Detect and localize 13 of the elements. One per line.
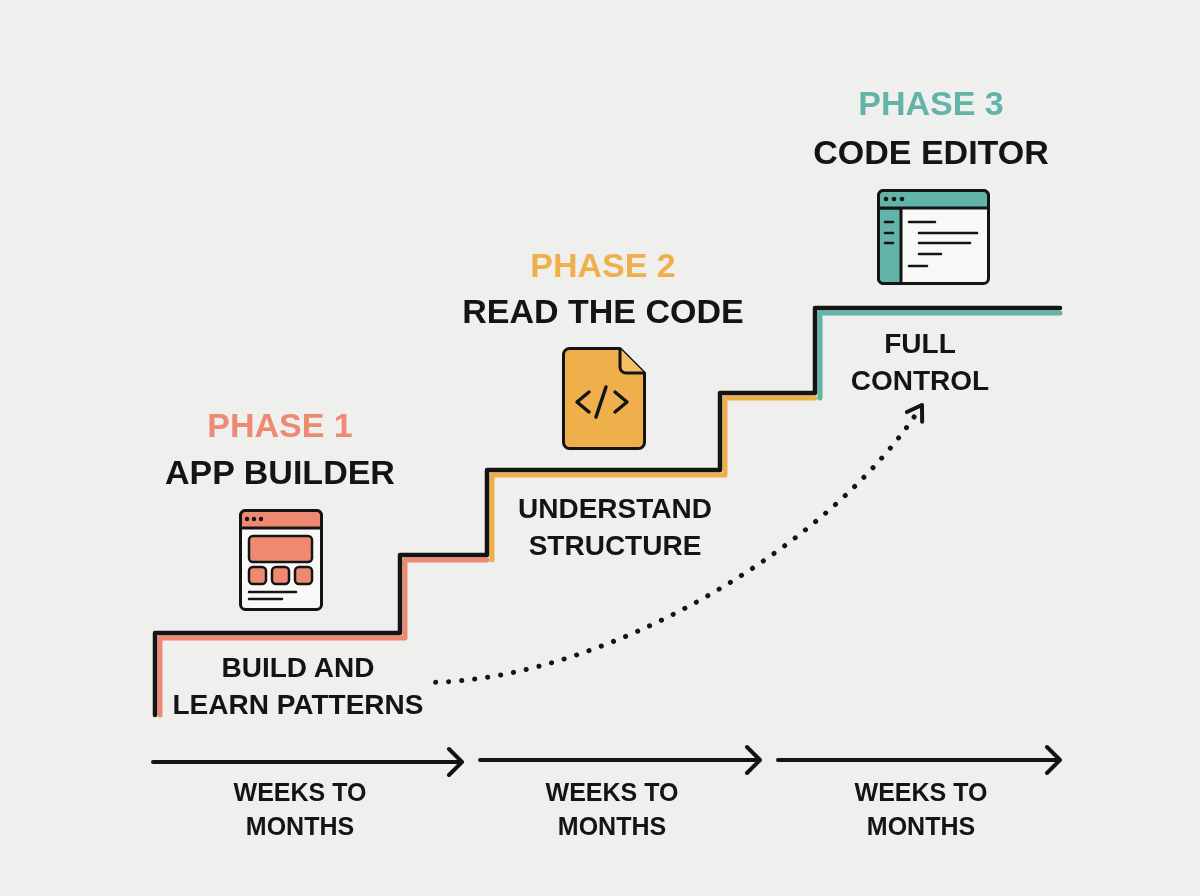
duration-label: WEEKS TO MONTHS xyxy=(232,777,368,842)
phase-title: APP BUILDER xyxy=(165,452,395,492)
phase-label: PHASE 1 xyxy=(207,405,353,445)
phase-title: READ THE CODE xyxy=(462,291,744,331)
duration-label: WEEKS TO MONTHS xyxy=(544,777,680,842)
step-description: FULL CONTROL xyxy=(845,325,995,399)
step-description: BUILD AND LEARN PATTERNS xyxy=(166,649,430,723)
duration-label: WEEKS TO MONTHS xyxy=(853,777,989,842)
dotted-arrow xyxy=(433,402,925,685)
step-description: UNDERSTAND STRUCTURE xyxy=(517,492,713,563)
phase-label: PHASE 2 xyxy=(530,245,676,285)
phase-title: CODE EDITOR xyxy=(813,132,1049,172)
phase-label: PHASE 3 xyxy=(858,83,1004,123)
